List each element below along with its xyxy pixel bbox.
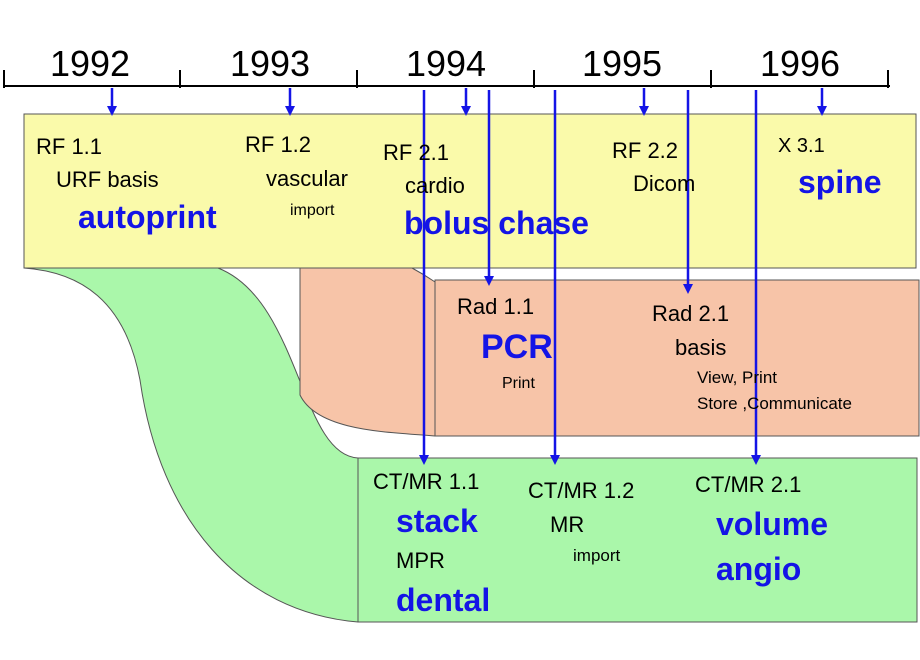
ct-12-feature: MR — [550, 512, 584, 537]
ct-12-version: CT/MR 1.2 — [528, 478, 634, 503]
rad-band — [434, 279, 920, 437]
year-label-1993: 1993 — [230, 43, 310, 84]
rad-11-highlight: PCR — [481, 328, 553, 366]
ct-21-highlight1: volume — [716, 506, 828, 542]
ct-band — [357, 457, 918, 623]
rad-21-sub1: View, Print — [697, 368, 777, 387]
rad-branch-connector — [299, 267, 436, 437]
rad-21-feature: basis — [675, 335, 726, 360]
year-label-1995: 1995 — [582, 43, 662, 84]
ct-branch-connector — [23, 267, 359, 623]
rf-21-feature: cardio — [405, 173, 465, 198]
rad-11-version: Rad 1.1 — [457, 294, 534, 319]
x-31-version: X 3.1 — [778, 135, 825, 157]
rf-11-version: RF 1.1 — [36, 134, 102, 159]
rf-22-version: RF 2.2 — [612, 138, 678, 163]
rf-12-feature: vascular — [266, 166, 348, 191]
ct-11-version: CT/MR 1.1 — [373, 469, 479, 494]
ct-11-highlight1: stack — [396, 503, 478, 539]
release-arrows — [107, 88, 827, 465]
rf-12-version: RF 1.2 — [245, 132, 311, 157]
rf-22-feature: Dicom — [633, 171, 695, 196]
rad-21-version: Rad 2.1 — [652, 301, 729, 326]
rf-12-sub: import — [290, 202, 335, 219]
ct-11-highlight2: dental — [396, 582, 490, 618]
ct-21-highlight2: angio — [716, 551, 801, 587]
timeline-axis: 1992 1993 1994 1995 1996 — [3, 43, 890, 88]
year-label-1994: 1994 — [406, 43, 486, 84]
year-label-1992: 1992 — [50, 43, 130, 84]
rf-21-highlight: bolus chase — [404, 205, 589, 241]
year-label-1996: 1996 — [760, 43, 840, 84]
ct-11-feature: MPR — [396, 548, 445, 573]
rf-11-highlight: autoprint — [78, 199, 217, 235]
rad-21-sub2: Store ,Communicate — [697, 394, 852, 413]
rf-11-feature: URF basis — [56, 167, 159, 192]
ct-21-version: CT/MR 2.1 — [695, 472, 801, 497]
rf-band — [23, 113, 917, 269]
ct-12-sub: import — [573, 546, 621, 565]
rf-21-version: RF 2.1 — [383, 140, 449, 165]
x-31-highlight: spine — [798, 164, 882, 200]
rad-11-sub: Print — [502, 375, 535, 392]
